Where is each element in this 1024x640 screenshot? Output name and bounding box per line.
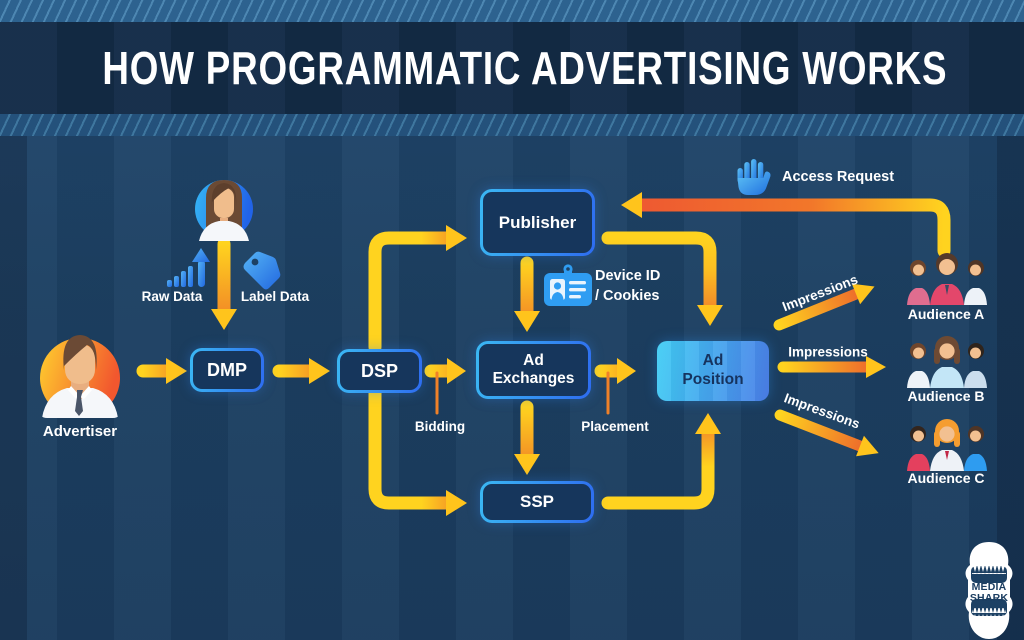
- impressions-label-middle: Impressions: [788, 344, 868, 360]
- node-ad-position: Ad Position: [657, 341, 769, 401]
- logo-text-line2: SHARK: [969, 591, 1009, 604]
- raw-data-label: Raw Data: [141, 289, 203, 304]
- device-id-line2: / Cookies: [595, 288, 660, 304]
- node-dsp-label: DSP: [340, 352, 419, 390]
- node-ad-exchanges: Ad Exchanges: [476, 341, 591, 399]
- node-ssp-label: SSP: [483, 484, 591, 520]
- node-ad-exchanges-label: Ad Exchanges: [479, 344, 588, 396]
- arrow-dmp-to-dsp: [272, 358, 330, 384]
- node-ad-position-label: Ad Position: [682, 352, 744, 388]
- node-ssp: SSP: [480, 481, 594, 523]
- arrow-advertiser-to-dmp: [136, 358, 187, 384]
- logo-text-line1: MEDIA: [971, 581, 1007, 593]
- audience-a-label: Audience A: [907, 306, 985, 322]
- arrow-dsp-to-publisher: [368, 225, 467, 354]
- arrow-adexchanges-to-adposition-placement: [594, 358, 636, 415]
- arrow-dsp-to-ssp: [368, 385, 467, 516]
- node-publisher: Publisher: [480, 189, 595, 256]
- device-id-cookies-label: Device ID / Cookies: [595, 266, 660, 306]
- advertiser-avatar-icon: [40, 335, 120, 418]
- node-dmp: DMP: [190, 348, 264, 392]
- node-publisher-label: Publisher: [483, 192, 592, 253]
- access-request-hand-icon: [737, 159, 771, 195]
- page-title: HOW PROGRAMMATIC ADVERTISING WORKS: [102, 42, 948, 94]
- arrow-dsp-to-adexchanges-bidding: [424, 358, 466, 415]
- arrow-adexchanges-to-ssp: [514, 400, 540, 475]
- arrow-audience-to-publisher-access-request: [621, 192, 951, 258]
- node-dmp-label: DMP: [193, 351, 261, 389]
- audience-b-label: Audience B: [907, 388, 985, 404]
- hatch-band-top: [0, 0, 1024, 22]
- audience-c-icon: [907, 419, 987, 471]
- placement-label: Placement: [581, 419, 649, 434]
- arrow-data-to-dmp: [211, 237, 237, 330]
- hatch-band-bottom: [0, 114, 1024, 136]
- data-provider-avatar-icon: [195, 180, 253, 241]
- shark-jaws-icon: [965, 542, 1013, 639]
- audience-a-icon: [907, 253, 987, 305]
- audience-b-icon: [907, 336, 987, 388]
- media-shark-logo: MEDIA SHARK: [961, 541, 1017, 640]
- raw-data-icon: [167, 248, 210, 287]
- title-band: [0, 22, 1024, 114]
- device-id-line1: Device ID: [595, 268, 661, 284]
- impressions-label-bottom: Impressions: [782, 390, 862, 432]
- audience-c-label: Audience C: [907, 470, 985, 486]
- access-request-label: Access Request: [782, 169, 895, 185]
- arrow-publisher-to-adexchanges: [514, 256, 540, 332]
- node-dsp: DSP: [337, 349, 422, 393]
- advertiser-label: Advertiser: [42, 423, 118, 440]
- bidding-label: Bidding: [414, 419, 466, 434]
- label-data-label: Label Data: [240, 289, 310, 304]
- device-id-card-icon: [544, 264, 592, 306]
- impressions-label-top: Impressions: [780, 271, 860, 315]
- label-data-tag-icon: [243, 251, 281, 290]
